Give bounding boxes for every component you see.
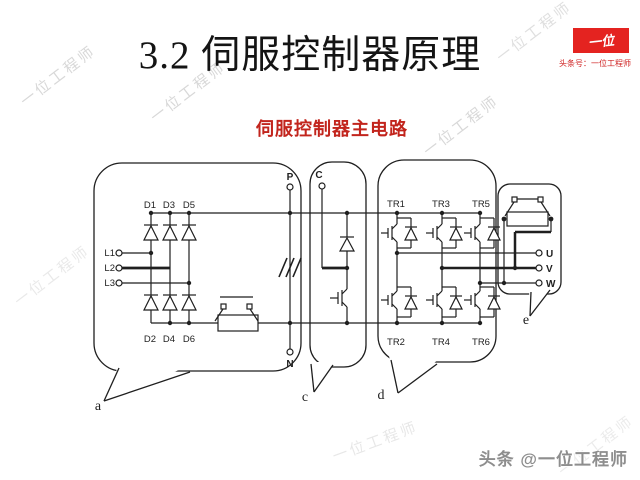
p-terminal <box>286 183 294 191</box>
l2-label: L2 <box>104 263 115 274</box>
dc-bus-lines <box>151 212 480 324</box>
callout-d-label: d <box>378 388 385 403</box>
u-terminal <box>535 249 543 257</box>
page-title: 3.2 伺服控制器原理 <box>138 34 482 77</box>
d6-label: D6 <box>183 334 195 345</box>
tr4-label: TR4 <box>432 337 450 348</box>
c-label: C <box>315 170 322 181</box>
n-label: N <box>286 359 293 370</box>
c-terminal <box>318 182 326 190</box>
tr2-label: TR2 <box>387 337 405 348</box>
d5-label: D5 <box>183 200 195 211</box>
inverter-bridge <box>381 213 543 323</box>
v-label: V <box>546 264 553 275</box>
callout-c-label: c <box>302 390 308 405</box>
inverter-leg-u <box>381 213 418 323</box>
p-label: P <box>287 172 294 183</box>
l1-terminal <box>115 249 123 257</box>
v-terminal <box>535 264 543 272</box>
capacitor-symbol <box>278 257 302 278</box>
chopper-igbt <box>330 268 348 323</box>
junction-dots <box>148 210 554 326</box>
d2-label: D2 <box>144 334 156 345</box>
d4-label: D4 <box>163 334 175 345</box>
diagram-caption: 伺服控制器主电路 <box>256 119 408 139</box>
brand-logo: 一位 <box>573 28 629 53</box>
block-outlines <box>93 159 562 402</box>
l2-terminal <box>115 264 123 272</box>
diode-symbols-bottom <box>143 294 197 311</box>
callout-tail-d <box>389 356 440 394</box>
inverter-block-outline <box>377 159 497 363</box>
tr1-label: TR1 <box>387 199 405 210</box>
w-label: W <box>546 279 556 290</box>
d3-label: D3 <box>163 200 175 211</box>
dynamic-brake <box>503 196 552 283</box>
n-terminal <box>286 348 294 356</box>
circuit-labels: L1 L2 L3 D1 D3 D5 D2 D4 D6 P N C TR1 TR3… <box>95 170 556 414</box>
tr5-label: TR5 <box>472 199 490 210</box>
inverter-leg-w <box>464 213 501 323</box>
callout-e-label: e <box>523 313 529 328</box>
brake-chopper <box>318 182 356 323</box>
diode-symbols-top <box>143 224 197 241</box>
rectifier-block-outline <box>93 162 302 372</box>
callout-a-label: a <box>95 399 102 414</box>
brake-chopper-block-outline <box>309 161 367 368</box>
w-terminal <box>535 279 543 287</box>
l3-label: L3 <box>104 278 115 289</box>
l3-terminal <box>115 279 123 287</box>
l1-label: L1 <box>104 248 115 259</box>
d1-label: D1 <box>144 200 156 211</box>
inrush-resistor-and-contact <box>214 296 259 332</box>
dc-link-column <box>278 183 302 356</box>
u-label: U <box>546 249 553 260</box>
dynamic-brake-block-outline <box>497 183 562 295</box>
inverter-leg-v <box>426 213 463 323</box>
chopper-diode <box>338 236 356 252</box>
rectifier-bridge <box>115 183 302 356</box>
tr3-label: TR3 <box>432 199 450 210</box>
brake-resistor <box>506 211 549 227</box>
tr6-label: TR6 <box>472 337 490 348</box>
attribution: 头条 @一位工程师 <box>478 450 628 469</box>
brand-logo-caption: 头条号：一位工程师 <box>559 59 631 68</box>
callout-tail-a <box>104 364 193 402</box>
callout-tail-c <box>310 362 334 393</box>
